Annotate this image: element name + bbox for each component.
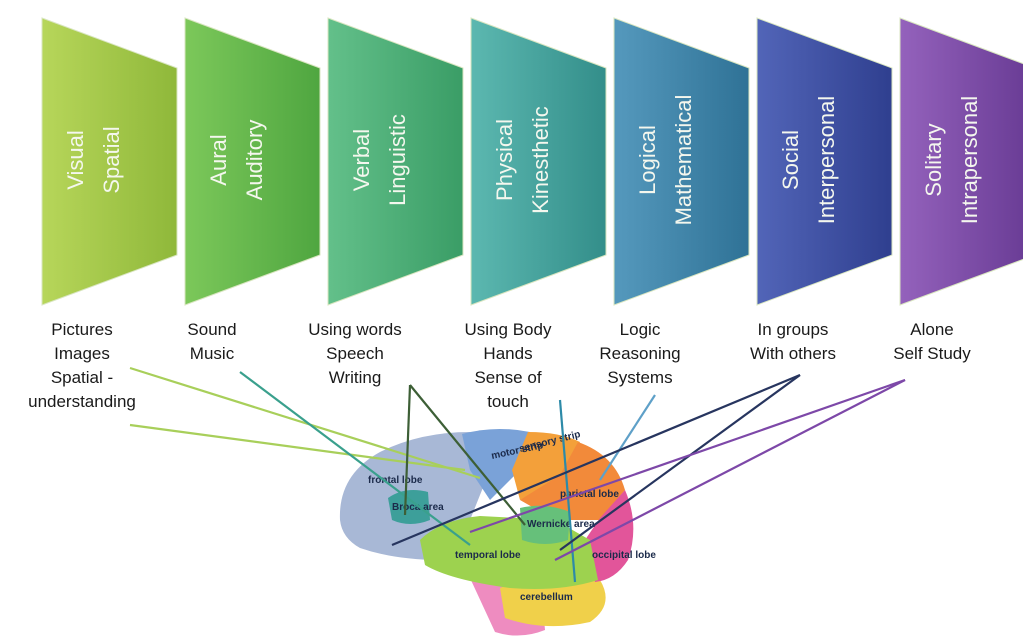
panel-title-line1: Aural: [206, 134, 231, 185]
panel-title-line2: Interpersonal: [814, 96, 839, 224]
description-line: Writing: [329, 368, 382, 387]
panel-shape: [41, 17, 178, 306]
description-line: Sense of: [474, 368, 541, 387]
description-line: Images: [54, 344, 110, 363]
panel-aural: Aural Auditory: [184, 17, 321, 306]
panel-title-line2: Linguistic: [385, 114, 410, 206]
learning-style-panels: Visual Spatial Aural Auditory Verbal Linguist…: [41, 17, 1023, 306]
panel-social: Social Interpersonal: [756, 17, 893, 306]
frontal-lobe-label: frontal lobe: [368, 475, 423, 486]
cerebellum-shape: [500, 577, 606, 627]
panel-shape: [756, 17, 893, 306]
description-line: understanding: [28, 392, 136, 411]
panel-title-line1: Logical: [635, 125, 660, 195]
parietal-lobe-label: parietal lobe: [560, 489, 619, 500]
wernicke-area-shape: [520, 505, 570, 544]
panel-shape: [470, 17, 607, 306]
description-line: Logic: [620, 320, 661, 339]
description-line: Music: [190, 344, 235, 363]
parietal-lobe-shape: [520, 442, 625, 520]
connector-social-2: [559, 374, 801, 551]
panel-shape: [327, 17, 464, 306]
description-line: Self Study: [893, 344, 971, 363]
panel-logical: Logical Mathematical: [613, 17, 750, 306]
panel-title-line1: Social: [778, 130, 803, 190]
description-line: Speech: [326, 344, 384, 363]
connector-solitary-2: [554, 379, 906, 561]
connector-logical: [599, 394, 656, 481]
brain-illustration: frontal lobe motor strip sensory strip p…: [339, 428, 656, 636]
description-line: With others: [750, 344, 836, 363]
occipital-lobe-label: occipital lobe: [592, 550, 656, 561]
connector-visual-2: [129, 423, 466, 472]
description-line: Using words: [308, 320, 402, 339]
panel-shape: [899, 17, 1023, 306]
panel-shape: [184, 17, 321, 306]
panel-visual: Visual Spatial: [41, 17, 178, 306]
panel-shape: [613, 17, 750, 306]
description-line: Sound: [187, 320, 236, 339]
panel-title-line2: Auditory: [242, 120, 267, 201]
description-line: Spatial -: [51, 368, 113, 387]
cerebellum-label: cerebellum: [520, 592, 573, 603]
panel-verbal: Verbal Linguistic: [327, 17, 464, 306]
description-line: touch: [487, 392, 529, 411]
description-line: Using Body: [465, 320, 552, 339]
panel-title-line2: Mathematical: [671, 95, 696, 226]
connector-verbal-2: [409, 384, 526, 526]
description-line: Pictures: [51, 320, 112, 339]
connector-social-1: [391, 373, 801, 547]
panel-title-line1: Visual: [63, 130, 88, 190]
panel-title-line2: Spatial: [99, 126, 124, 193]
connector-solitary-1: [469, 378, 906, 534]
description-line: Hands: [483, 344, 532, 363]
connector-visual-1: [129, 366, 481, 480]
broca-area-shape: [388, 490, 430, 524]
temporal-lobe-label: temporal lobe: [455, 550, 521, 561]
panel-title-line2: Kinesthetic: [528, 106, 553, 214]
description-line: Systems: [607, 368, 672, 387]
connector-auditory: [239, 371, 471, 546]
panel-title-line2: Intrapersonal: [957, 96, 982, 224]
panel-physical: Physical Kinesthetic: [470, 17, 607, 306]
motor-strip-shape: [462, 428, 530, 500]
wernicke-area-label: Wernicke area: [527, 519, 595, 530]
panel-title-line1: Physical: [492, 119, 517, 201]
panel-solitary: Solitary Intrapersonal: [899, 17, 1023, 306]
description-line: Alone: [910, 320, 953, 339]
description-line: In groups: [758, 320, 829, 339]
occipital-lobe-shape: [585, 490, 634, 582]
connector-verbal-1: [403, 384, 412, 516]
panel-title-line1: Verbal: [349, 129, 374, 191]
description-line: Reasoning: [599, 344, 680, 363]
broca-area-label: Broca area: [392, 502, 444, 513]
panel-title-line1: Solitary: [921, 123, 946, 196]
connector-lines: [129, 366, 906, 583]
